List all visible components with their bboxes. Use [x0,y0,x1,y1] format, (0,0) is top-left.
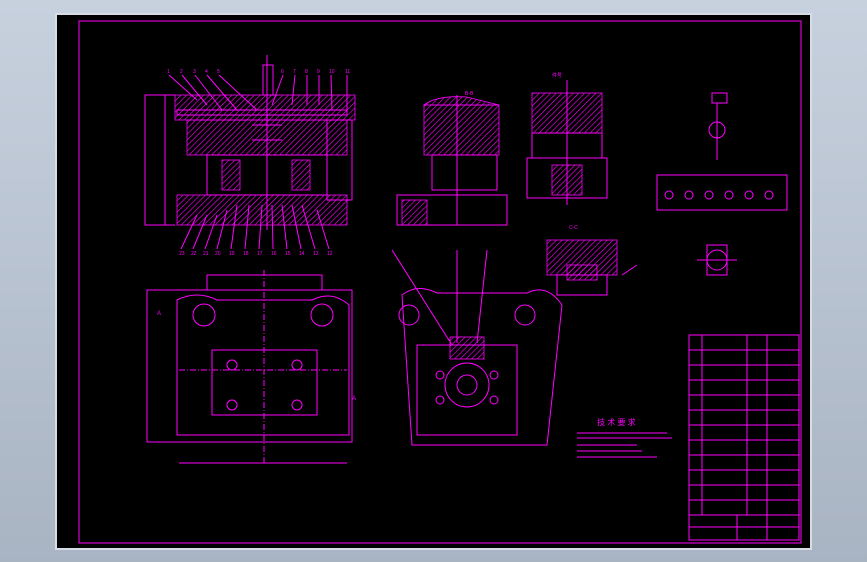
svg-text:3: 3 [193,69,196,75]
svg-text:14: 14 [299,251,305,257]
svg-text:10: 10 [329,69,335,75]
svg-text:16: 16 [271,251,277,257]
title-block [688,334,800,541]
svg-text:2: 2 [180,69,183,75]
section-detail-1: 件号 [526,72,608,205]
svg-text:件号: 件号 [552,72,562,79]
svg-text:5: 5 [217,69,220,75]
svg-text:8: 8 [305,69,308,75]
svg-text:B-B: B-B [465,91,474,97]
svg-text:9: 9 [317,69,320,75]
svg-text:A: A [157,311,161,317]
svg-text:6: 6 [281,69,284,75]
technical-notes: 技 术 要 求 [577,417,672,458]
svg-text:18: 18 [243,251,249,257]
svg-text:20: 20 [215,251,221,257]
notes-heading: 技 术 要 求 [597,417,636,427]
svg-text:13: 13 [313,251,319,257]
svg-text:11: 11 [345,69,350,75]
small-details-right [656,92,788,276]
drawing-border [78,20,802,544]
svg-text:23: 23 [179,251,185,257]
svg-text:7: 7 [293,69,296,75]
svg-text:4: 4 [205,69,208,75]
svg-text:12: 12 [327,251,333,257]
svg-text:1: 1 [167,69,170,75]
svg-text:19: 19 [229,251,235,257]
svg-text:15: 15 [285,251,291,257]
svg-text:17: 17 [257,251,263,257]
plan-view-right [391,249,563,446]
svg-text:21: 21 [203,251,209,257]
section-bb: B-B [396,91,508,226]
svg-text:C-C: C-C [569,225,578,231]
svg-text:22: 22 [191,251,197,257]
plan-view-left: A A [146,270,356,465]
svg-text:A: A [352,396,356,402]
section-cc: C-C [546,225,638,296]
